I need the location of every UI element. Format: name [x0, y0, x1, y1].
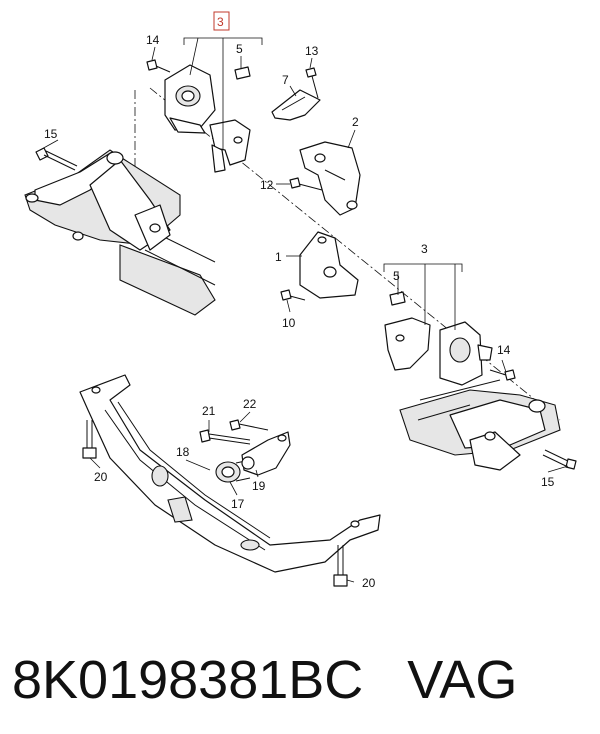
right-subframe — [399, 379, 561, 471]
bolt-10 — [280, 289, 306, 301]
bolt-22 — [229, 419, 269, 431]
bushing-17 — [215, 459, 251, 483]
callout-1: 1 — [275, 250, 282, 264]
bolt-20-right — [333, 545, 348, 587]
bolt-13 — [305, 67, 319, 99]
part-number: 8K0198381BC — [12, 650, 364, 710]
cross-member-18 — [79, 374, 381, 573]
callout-15-right: 15 — [541, 475, 555, 489]
bolt-14-mid — [489, 369, 516, 381]
bolt-15-right — [542, 449, 577, 470]
callout-10: 10 — [282, 316, 296, 330]
bracket-19 — [241, 431, 291, 476]
callout-15-left: 15 — [44, 127, 58, 141]
callout-21: 21 — [202, 404, 216, 418]
callout-22: 22 — [243, 397, 257, 411]
bracket-1 — [299, 231, 359, 299]
bolt-14-top — [146, 59, 171, 73]
part-number-footer: 8K0198381BC VAG — [12, 640, 592, 720]
centerline — [149, 87, 561, 421]
bracket-2 — [299, 141, 361, 216]
left-subframe — [24, 149, 216, 316]
callout-18: 18 — [176, 445, 190, 459]
callout-20-left: 20 — [94, 470, 108, 484]
callout-20-right: 20 — [362, 576, 376, 590]
bolt-12 — [289, 177, 323, 191]
callout-14-mid: 14 — [497, 343, 511, 357]
callout-5-mid: 5 — [393, 269, 400, 283]
callout-3-top-box — [213, 11, 230, 31]
callout-3-mid: 3 — [421, 242, 428, 256]
engine-mount-upper — [164, 64, 216, 134]
leader-lines — [39, 37, 569, 583]
bolt-21 — [199, 429, 251, 445]
callout-19: 19 — [252, 479, 266, 493]
vendor-name: VAG — [407, 650, 518, 710]
callouts: 3 5 14 13 7 2 12 15 1 10 3 5 14 15 21 22… — [44, 11, 555, 590]
bracket-upper — [209, 119, 251, 173]
bolt-20-left — [82, 420, 97, 459]
engine-mount-middle — [439, 321, 493, 386]
callout-12: 12 — [260, 178, 274, 192]
cap-5-mid — [389, 291, 406, 306]
callout-3-top: 3 — [217, 15, 224, 29]
cap-5-top — [234, 66, 251, 80]
exploded-parts-diagram: 3 5 14 13 7 2 12 15 1 10 3 5 14 15 21 22… — [24, 11, 577, 590]
callout-7: 7 — [282, 73, 289, 87]
callout-14-top: 14 — [146, 33, 160, 47]
callout-17: 17 — [231, 497, 245, 511]
bracket-7 — [271, 89, 321, 121]
callout-5-top: 5 — [236, 42, 243, 56]
callout-2: 2 — [352, 115, 359, 129]
bolt-15-left — [35, 147, 78, 171]
callout-13: 13 — [305, 44, 319, 58]
bracket-middle — [384, 317, 431, 371]
